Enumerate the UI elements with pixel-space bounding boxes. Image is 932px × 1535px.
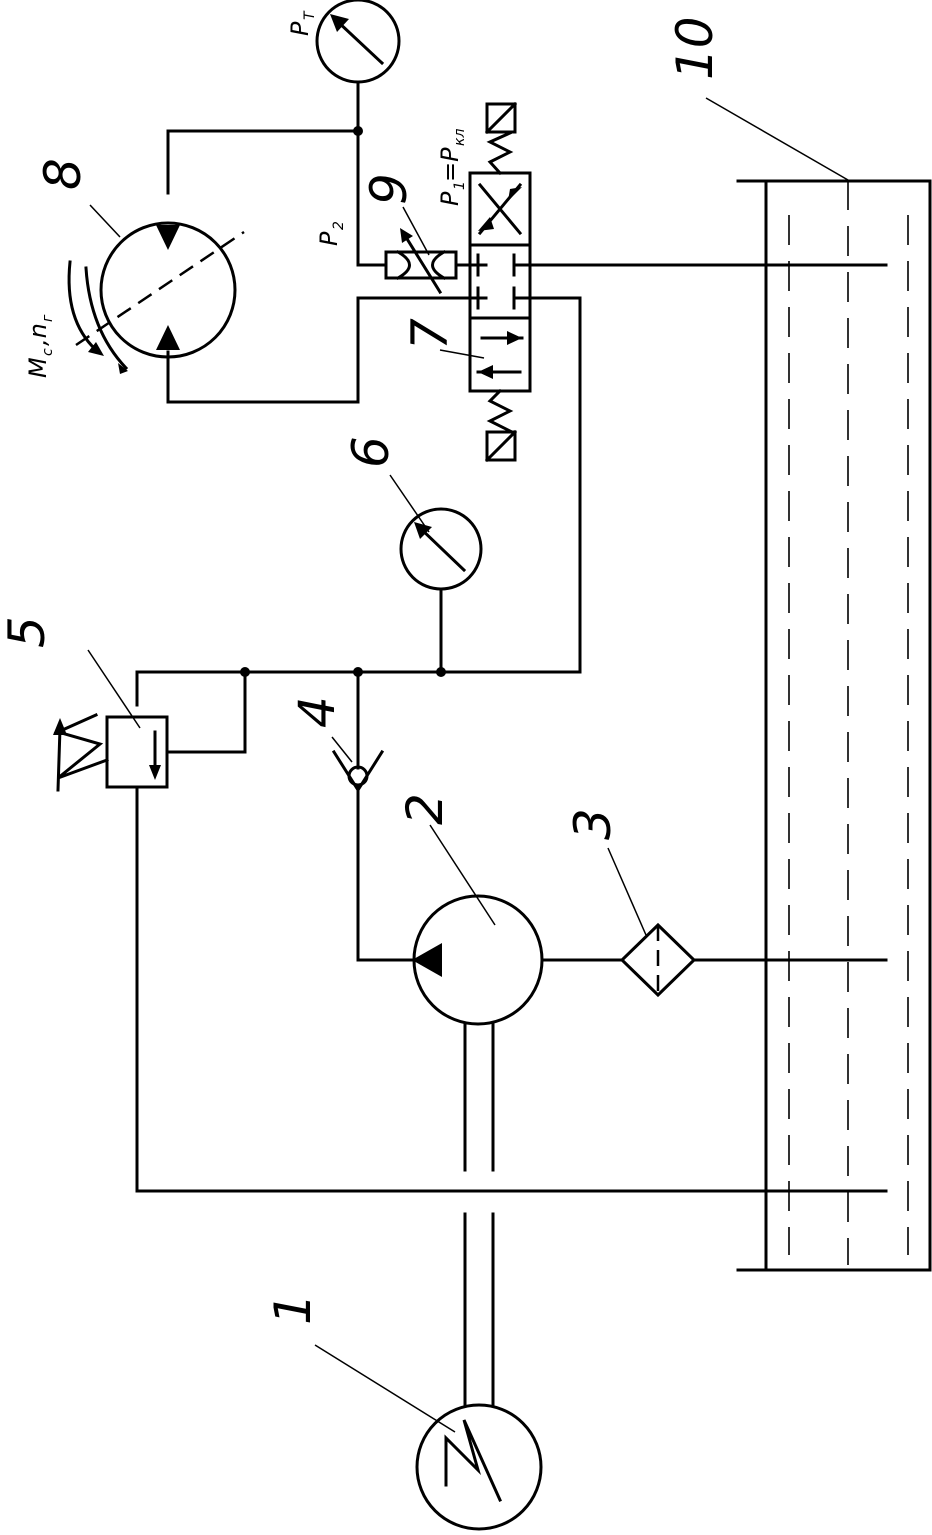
label-2: 2: [396, 793, 454, 825]
label-eq-main: =P: [436, 147, 464, 182]
label-mc-main: M: [24, 357, 52, 378]
directional-valve: [468, 101, 532, 463]
relief-valve: [53, 713, 169, 792]
label-p1-main: P: [436, 191, 464, 206]
hydraulic-motor: [67, 221, 245, 374]
label-7: 7: [401, 318, 459, 350]
label-eq-sub: кл: [452, 129, 468, 146]
label-9: 9: [360, 173, 418, 205]
label-3: 3: [564, 808, 622, 840]
pressure-gauge-6: [399, 507, 483, 591]
labels: 1 2 3 4 5 6 7 8 9 10 P T P 2 P 1 =P кл M…: [0, 10, 724, 1325]
filter: [619, 922, 697, 998]
label-5: 5: [0, 616, 56, 648]
label-pt-sub: T: [302, 10, 318, 20]
label-mc-sub: c: [40, 348, 56, 356]
label-torque-speed: M c ,n г: [24, 314, 56, 378]
junction-dots: [240, 126, 446, 677]
leader-lines: [87, 97, 849, 1433]
label-p2-sub: 2: [331, 221, 347, 230]
pipelines: [135, 80, 888, 1193]
label-p2-main: P: [315, 231, 343, 246]
label-n-main: ,n: [24, 323, 52, 346]
label-4: 4: [288, 696, 346, 728]
pump: [412, 894, 544, 1172]
check-valve: [331, 749, 385, 793]
label-8: 8: [34, 158, 92, 190]
label-n-sub: г: [40, 314, 56, 322]
label-p1-sub: 1: [452, 181, 468, 190]
label-pt-main: P: [286, 21, 314, 36]
pressure-gauge-pt: [315, 0, 401, 84]
label-pt: P T: [286, 10, 318, 36]
throttle-valve: [384, 228, 458, 295]
label-10: 10: [666, 16, 724, 80]
electric-motor: [415, 1212, 543, 1531]
label-6: 6: [342, 436, 400, 468]
label-1: 1: [264, 1293, 322, 1325]
label-p1-pkl: P 1 =P кл: [436, 129, 468, 206]
tank: [736, 179, 932, 1272]
label-p2: P 2: [315, 221, 347, 246]
